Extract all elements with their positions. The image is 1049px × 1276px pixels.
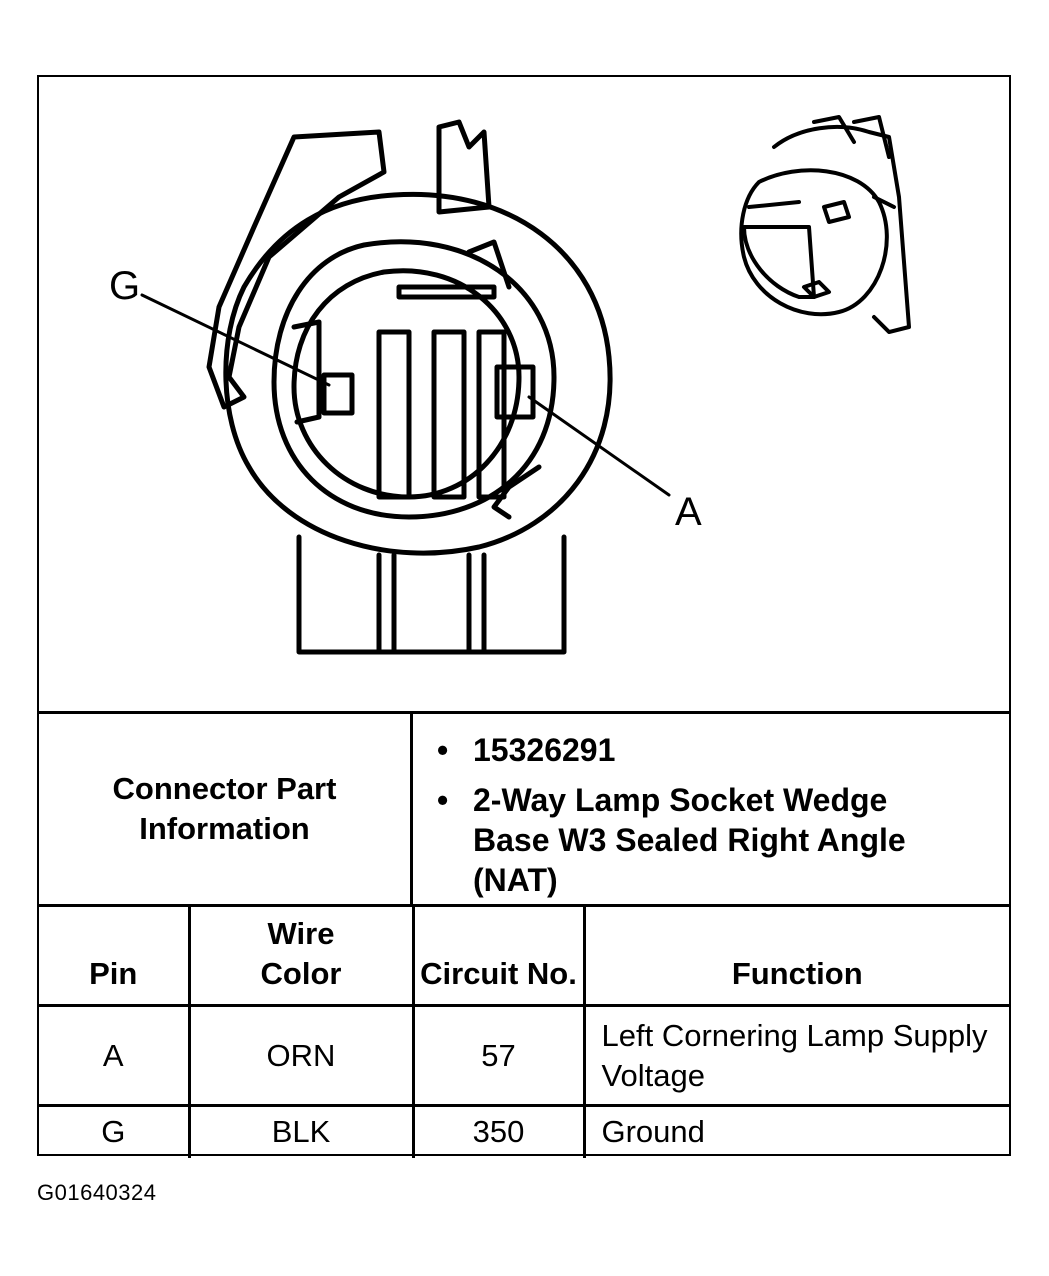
connector-frame: G A Connector Part Information 15326291 … — [37, 75, 1011, 1158]
part-number: 15326291 — [437, 730, 999, 770]
connector-diagram: G A — [109, 115, 911, 655]
callout-line-g — [140, 293, 331, 387]
row-g-pin: G — [39, 1104, 191, 1158]
row-a-circuit-no: 57 — [411, 1004, 586, 1107]
callout-label-g: G — [109, 264, 140, 308]
pin-table: Pin Wire Color Circuit No. Function A OR… — [39, 904, 1009, 1158]
table-row: A ORN 57 Left Cornering Lamp Supply Volt… — [39, 1004, 1009, 1107]
header-function: Function — [582, 904, 1009, 1007]
row-a-wire-color: ORN — [187, 1004, 415, 1107]
connector-face-view — [206, 119, 613, 655]
connector-info-row: Connector Part Information 15326291 2-Wa… — [39, 711, 1009, 904]
connector-description: 2-Way Lamp Socket Wedge Base W3 Sealed R… — [437, 780, 963, 900]
header-pin: Pin — [39, 904, 191, 1007]
connector-info-values: 15326291 2-Way Lamp Socket Wedge Base W3… — [413, 714, 1009, 904]
pin-table-header-row: Pin Wire Color Circuit No. Function — [39, 904, 1009, 1007]
figure-id: G01640324 — [37, 1180, 157, 1205]
connector-info-label-text: Connector Part Information — [112, 771, 337, 846]
row-a-pin: A — [39, 1004, 191, 1107]
header-circuit-no: Circuit No. — [411, 904, 586, 1007]
row-a-function: Left Cornering Lamp Supply Voltage — [582, 1004, 1009, 1107]
row-g-function: Ground — [582, 1104, 1009, 1158]
header-wire-color: Wire Color — [187, 904, 415, 1007]
callout-label-a: A — [675, 490, 702, 534]
row-g-circuit-no: 350 — [411, 1104, 586, 1158]
connector-info-label: Connector Part Information — [39, 714, 413, 904]
callout-line-a — [527, 395, 671, 497]
connector-perspective-view — [739, 115, 911, 334]
table-row: G BLK 350 Ground — [39, 1104, 1009, 1158]
row-g-wire-color: BLK — [187, 1104, 415, 1158]
